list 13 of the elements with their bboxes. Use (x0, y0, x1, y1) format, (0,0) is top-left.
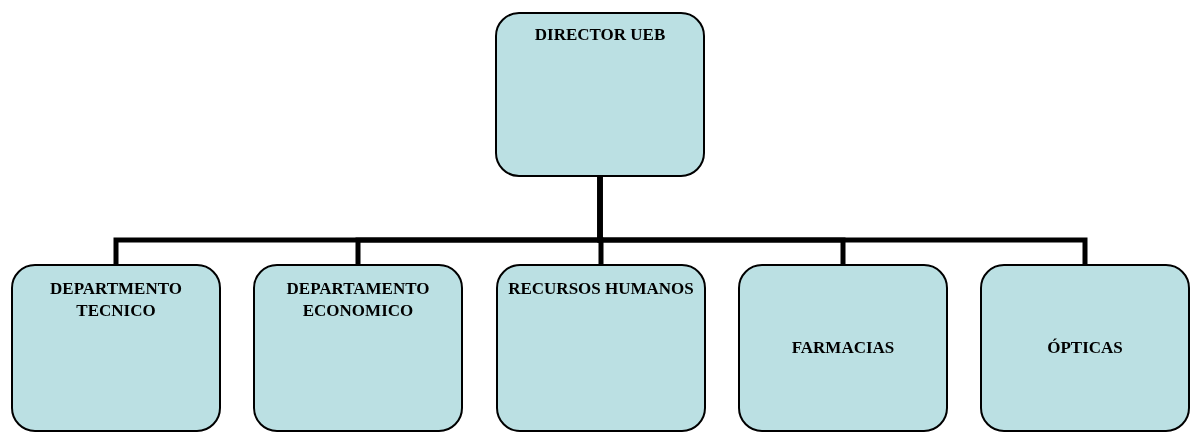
org-box (11, 264, 221, 432)
org-box (496, 264, 706, 432)
box-label: DIRECTOR UEB (534, 24, 666, 46)
org-box (495, 12, 705, 177)
box-label: ÓPTICAS (1047, 336, 1123, 359)
box-label: FARMACIAS (791, 336, 895, 359)
box-label: DEPARTAMENTO ECONOMICO (285, 278, 431, 323)
org-box (980, 264, 1190, 432)
org-box (253, 264, 463, 432)
box-label: DEPARTMENTO TECNICO (49, 278, 183, 323)
org-box (738, 264, 948, 432)
connector-line (597, 177, 1088, 264)
box-label: RECURSOS HUMANOS (508, 278, 694, 300)
